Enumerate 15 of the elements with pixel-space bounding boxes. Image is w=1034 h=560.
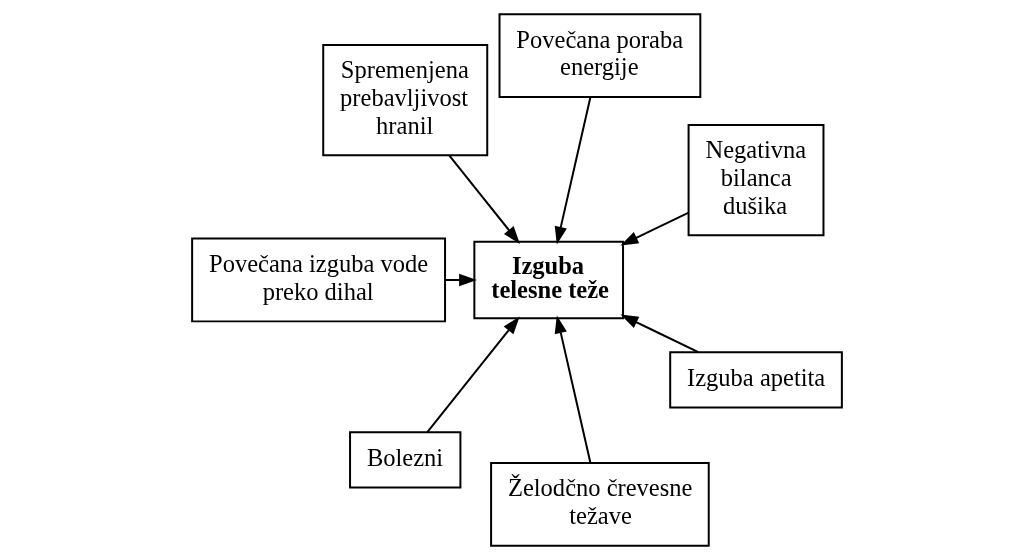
arrow xyxy=(426,316,520,434)
node-box: Želodčno črevesne težave xyxy=(490,461,710,547)
arrow xyxy=(620,314,700,354)
arrow xyxy=(554,315,592,464)
node-box: Povečana izguba vode preko dihal xyxy=(191,237,447,323)
arrow xyxy=(444,273,477,287)
node-box: Bolezni xyxy=(349,431,462,489)
node-box: Povečana poraba energije xyxy=(498,13,702,99)
arrow xyxy=(554,96,592,245)
node-box: Izguba telesne teže xyxy=(473,240,625,320)
node-box: Negativna bilanca dušika xyxy=(687,123,825,237)
node-box: Spremenjena prebavljivost hranil xyxy=(322,43,489,157)
node-box: Izguba apetita xyxy=(669,351,843,409)
arrow xyxy=(448,154,520,244)
arrow xyxy=(620,211,690,246)
